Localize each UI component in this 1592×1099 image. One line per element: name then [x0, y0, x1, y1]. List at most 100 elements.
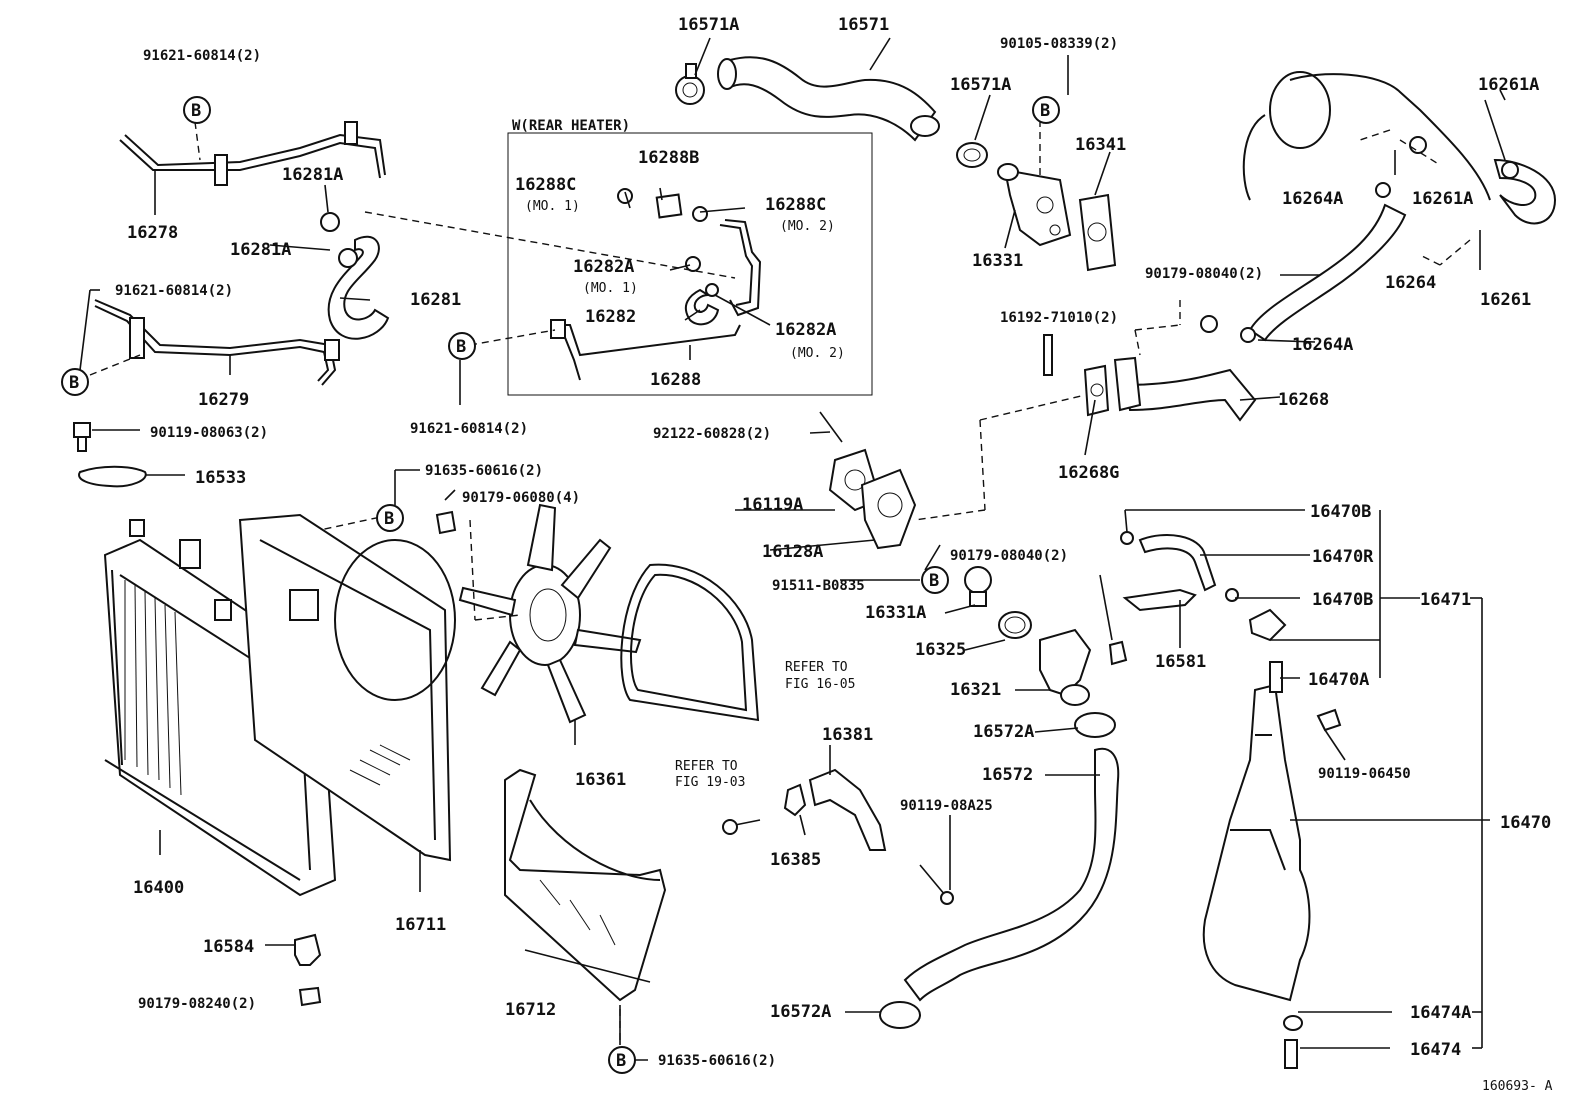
label-refer-to: REFER TO: [785, 660, 848, 675]
label-16268G: 16268G: [1058, 463, 1119, 483]
outlet-16331: [997, 163, 1072, 247]
reservoir-16470: [1202, 661, 1311, 1069]
gasket-16341: [1078, 193, 1117, 272]
label-16264A: 16264A: [1292, 335, 1353, 355]
label-91621-60814: 91621-60814(2): [143, 48, 261, 64]
label-16281: 16281: [410, 290, 461, 310]
shroud-16711: [238, 513, 456, 862]
label-16261: 16261: [1480, 290, 1531, 310]
callout-b-6: B: [921, 566, 949, 594]
hose-16281: [320, 212, 390, 340]
label-mo1: (MO. 1): [583, 281, 638, 296]
bolt-16385: [783, 783, 807, 817]
label-16288C: 16288C: [515, 175, 576, 195]
diagram-reference-code: 160693- A: [1482, 1079, 1553, 1094]
callout-b-4: B: [1032, 96, 1060, 124]
clamps-16261A-16264A: [1240, 136, 1519, 343]
svg-text:B: B: [191, 101, 201, 121]
bolt-refer-19-03: [722, 819, 761, 835]
label-16331: 16331: [972, 251, 1023, 271]
label-16361: 16361: [575, 770, 626, 790]
part-labels: 16571A 16571 90105-08339(2) 16571A 16341…: [115, 15, 1553, 1094]
label-16288B: 16288B: [638, 148, 699, 168]
label-16261A: 16261A: [1478, 75, 1539, 95]
label-16400: 16400: [133, 878, 184, 898]
lower-shroud-16712: [504, 768, 667, 1002]
label-16128A: 16128A: [762, 542, 823, 562]
label-16581: 16581: [1155, 652, 1206, 672]
label-16119A: 16119A: [742, 495, 803, 515]
label-90119-08A25: 90119-08A25: [900, 798, 993, 814]
label-16571A: 16571A: [950, 75, 1011, 95]
cushion-16584: [294, 933, 322, 966]
label-16533: 16533: [195, 468, 246, 488]
label-16470R: 16470R: [1312, 547, 1374, 567]
thermostat-16331A: [964, 566, 992, 607]
label-16470B: 16470B: [1312, 590, 1373, 610]
label-91635-60616: 91635-60616(2): [658, 1053, 776, 1069]
hoses-16470R-16470B: [1120, 531, 1287, 642]
label-91621-60814: 91621-60814(2): [410, 421, 528, 437]
label-90179-08240: 90179-08240(2): [138, 996, 256, 1012]
label-90105-08339: 90105-08339(2): [1000, 36, 1118, 52]
hose-16264: [1248, 203, 1407, 342]
bolt-90119-08063: [73, 422, 91, 452]
inset-parts: [550, 188, 762, 381]
label-16261A: 16261A: [1412, 189, 1473, 209]
dashed-lines: [89, 120, 1471, 1040]
label-16470B: 16470B: [1310, 502, 1371, 522]
gasket-16268G: [1083, 364, 1110, 417]
belt-16381: [620, 563, 760, 722]
pipe-16278: [119, 121, 386, 186]
svg-text:B: B: [384, 509, 394, 529]
callout-b-7: B: [608, 1046, 636, 1074]
label-16711: 16711: [395, 915, 446, 935]
callout-b-3: B: [448, 332, 476, 360]
nut-90179-08040: [1108, 640, 1128, 666]
label-16470A: 16470A: [1308, 670, 1369, 690]
outlet-16321: [1039, 628, 1092, 706]
label-90119-06450: 90119-06450: [1318, 766, 1411, 782]
label-16192-71010: 16192-71010(2): [1000, 310, 1118, 326]
label-91621-60814: 91621-60814(2): [115, 283, 233, 299]
label-refer-to: REFER TO: [675, 759, 738, 774]
label-16282A: 16282A: [775, 320, 836, 340]
svg-text:B: B: [929, 571, 939, 591]
label-16385: 16385: [770, 850, 821, 870]
gasket-16325: [998, 611, 1032, 639]
label-mo2: (MO. 2): [780, 219, 835, 234]
label-16288C: 16288C: [765, 195, 826, 215]
label-16268: 16268: [1278, 390, 1329, 410]
label-16474A: 16474A: [1410, 1003, 1471, 1023]
stud-16192: [1043, 334, 1053, 376]
label-16321: 16321: [950, 680, 1001, 700]
label-16572A: 16572A: [770, 1002, 831, 1022]
label-16571: 16571: [838, 15, 889, 35]
svg-text:B: B: [1040, 101, 1050, 121]
label-16331A: 16331A: [865, 603, 926, 623]
label-16470: 16470: [1500, 813, 1551, 833]
label-16712: 16712: [505, 1000, 556, 1020]
clamp-16571A-right: [956, 142, 988, 168]
svg-text:B: B: [616, 1051, 626, 1071]
label-16281A: 16281A: [230, 240, 291, 260]
label-91511-B0835: 91511-B0835: [772, 578, 865, 594]
label-92122-60828: 92122-60828(2): [653, 426, 771, 442]
heater-unit-outline: [1242, 71, 1491, 201]
label-91635-60616: 91635-60616(2): [425, 463, 543, 479]
label-16584: 16584: [203, 937, 254, 957]
label-16474: 16474: [1410, 1040, 1461, 1060]
svg-text:B: B: [69, 373, 79, 393]
bracket-16381: [808, 768, 887, 851]
inset-title: W(REAR HEATER): [512, 118, 630, 134]
nut-90179-06080: [435, 510, 457, 535]
label-90179-06080: 90179-06080(4): [462, 490, 580, 506]
label-16264A: 16264A: [1282, 189, 1343, 209]
hose-16572: [903, 747, 1120, 1002]
label-16572A: 16572A: [973, 722, 1034, 742]
stud-92122: [819, 411, 843, 443]
label-16278: 16278: [127, 223, 178, 243]
label-16279: 16279: [198, 390, 249, 410]
cushion-90179-08240: [298, 986, 322, 1007]
